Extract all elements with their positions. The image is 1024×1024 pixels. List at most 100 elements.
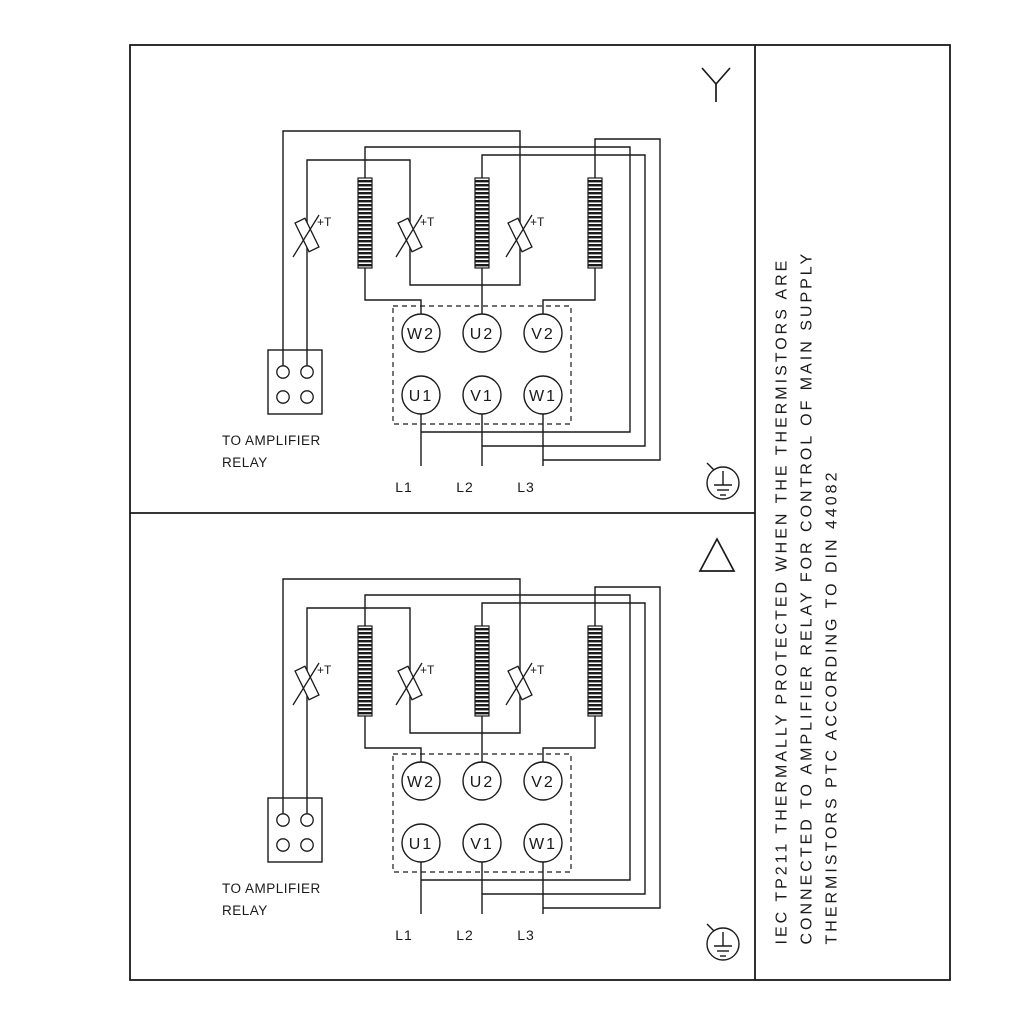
- terminal-label: W2: [407, 774, 435, 791]
- terminal-circle: [523, 375, 563, 415]
- wire: [481, 154, 646, 447]
- amplifier-relay-box: [267, 349, 323, 415]
- supply-line-label: L2: [456, 927, 474, 943]
- wire: [306, 159, 411, 213]
- supply-line-label: L1: [395, 927, 413, 943]
- relay-terminal: [300, 838, 314, 852]
- relay-caption-line-2: RELAY: [222, 455, 268, 470]
- terminal-label: U2: [470, 326, 494, 343]
- supply-line-label: L3: [517, 927, 535, 943]
- wire: [543, 138, 661, 461]
- relay-caption-line-2: RELAY: [222, 903, 268, 918]
- terminal-label: U1: [409, 836, 433, 853]
- terminal-circle: [401, 823, 441, 863]
- thermistor-symbol: [505, 213, 533, 258]
- thermistor-strike: [395, 662, 423, 706]
- delta-connection-icon: [698, 537, 736, 572]
- thermistor-symbol: [395, 661, 423, 706]
- terminal-label: V2: [531, 326, 555, 343]
- terminal-label: V1: [470, 836, 494, 853]
- relay-terminal: [276, 390, 290, 404]
- terminal-circle: [462, 823, 502, 863]
- sidebar-note-line-3: THERMISTORS PTC ACCORDING TO DIN 44082: [823, 469, 841, 945]
- terminal-circle: [401, 313, 441, 353]
- relay-terminal: [276, 365, 290, 379]
- terminal-label: U1: [409, 388, 433, 405]
- terminal-circle: [523, 761, 563, 801]
- sidebar-note: IEC TP211 THERMALLY PROTECTED WHEN THE T…: [770, 85, 845, 945]
- terminal-block-outline: [392, 753, 572, 873]
- thermistor-label: +T: [317, 215, 332, 229]
- earth-ground-icon: [706, 462, 740, 500]
- terminal-circle: [523, 313, 563, 353]
- thermistor-strike: [292, 214, 320, 258]
- supply-line-label: L2: [456, 479, 474, 495]
- terminal-label: W2: [407, 326, 435, 343]
- terminal-circle: [462, 375, 502, 415]
- wire: [306, 607, 411, 661]
- wire: [282, 130, 521, 366]
- relay-caption-line-1: TO AMPLIFIER: [222, 881, 321, 896]
- star-connection-icon: [701, 67, 731, 102]
- terminal-label: U2: [470, 774, 494, 791]
- thermistor-symbol: [292, 213, 320, 258]
- relay-terminal: [276, 838, 290, 852]
- thermistor-label: +T: [530, 215, 545, 229]
- motor-winding-coil: [357, 625, 373, 717]
- amplifier-relay-box: [267, 797, 323, 863]
- motor-winding-coil: [587, 625, 603, 717]
- ground-tick: [706, 462, 715, 471]
- thermistor-label: +T: [420, 215, 435, 229]
- ground-circle: [706, 927, 740, 961]
- terminal-circle: [523, 823, 563, 863]
- terminal-block-outline: [392, 305, 572, 425]
- wire: [364, 594, 631, 881]
- wire: [542, 716, 596, 762]
- relay-caption-line-1: TO AMPLIFIER: [222, 433, 321, 448]
- thermistor-label: +T: [420, 663, 435, 677]
- terminal-circle: [462, 313, 502, 353]
- motor-winding-coil: [474, 625, 490, 717]
- terminal-label: V2: [531, 774, 555, 791]
- star-arm: [701, 67, 717, 85]
- ground-tick: [706, 923, 715, 932]
- motor-winding-coil: [587, 177, 603, 269]
- terminal-label: V1: [470, 388, 494, 405]
- thermistor-symbol: [292, 661, 320, 706]
- supply-line-label: L1: [395, 479, 413, 495]
- supply-line-label: L3: [517, 479, 535, 495]
- wire: [543, 586, 661, 909]
- thermistor-strike: [395, 214, 423, 258]
- thermistor-label: +T: [530, 663, 545, 677]
- terminal-circle: [401, 761, 441, 801]
- thermistor-strike: [505, 662, 533, 706]
- wire: [409, 705, 521, 734]
- diagram-frame: [129, 44, 951, 981]
- terminal-label: W1: [529, 388, 557, 405]
- thermistor-strike: [505, 214, 533, 258]
- terminal-label: W1: [529, 836, 557, 853]
- terminal-circle: [462, 761, 502, 801]
- terminal-circle: [401, 375, 441, 415]
- earth-ground-icon: [706, 923, 740, 961]
- ground-circle: [706, 466, 740, 500]
- thermistor-label: +T: [317, 663, 332, 677]
- sidebar-note-line-2: CONNECTED TO AMPLIFIER RELAY FOR CONTROL…: [798, 250, 816, 945]
- wire: [364, 146, 631, 433]
- motor-winding-coil: [474, 177, 490, 269]
- wire: [481, 602, 646, 895]
- thermistor-symbol: [505, 661, 533, 706]
- star-arm: [715, 67, 731, 85]
- wire: [409, 257, 521, 286]
- relay-terminal: [300, 390, 314, 404]
- relay-terminal: [300, 365, 314, 379]
- sidebar-note-line-1: IEC TP211 THERMALLY PROTECTED WHEN THE T…: [773, 257, 791, 945]
- motor-winding-coil: [357, 177, 373, 269]
- thermistor-strike: [292, 662, 320, 706]
- wire: [542, 268, 596, 314]
